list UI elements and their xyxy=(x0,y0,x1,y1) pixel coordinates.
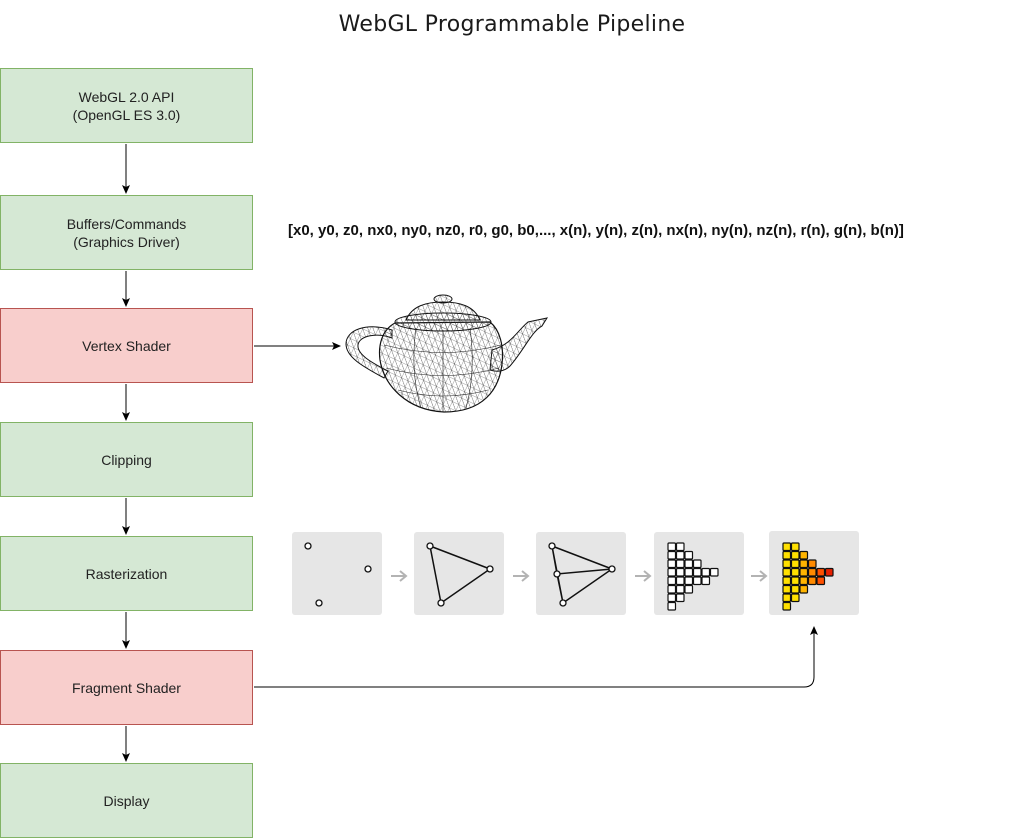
pixel-cell xyxy=(667,550,677,560)
raster-step-triangle xyxy=(414,532,504,615)
pixel-cell xyxy=(675,542,685,552)
raster-step-pixel-grid xyxy=(654,532,744,615)
pixel-cell xyxy=(692,559,702,569)
fragment-cell xyxy=(799,584,809,594)
pixel-cell xyxy=(675,559,685,569)
stage-clipping: Clipping xyxy=(0,422,253,497)
step-arrow-1 xyxy=(391,570,408,582)
pixel-cell xyxy=(675,550,685,560)
fragment-cell xyxy=(782,584,792,594)
fragment-cell xyxy=(790,584,800,594)
pixel-cell xyxy=(667,542,677,552)
pixel-cell xyxy=(692,576,702,586)
fragment-cell xyxy=(782,550,792,560)
fragment-cell xyxy=(807,559,817,569)
fragment-cell xyxy=(782,593,792,603)
diagram-title: WebGL Programmable Pipeline xyxy=(338,12,686,37)
fragment-cell xyxy=(790,550,800,560)
pixel-cell xyxy=(675,576,685,586)
pixel-cell xyxy=(684,576,694,586)
stage-buffers-commands: Buffers/Commands (Graphics Driver) xyxy=(0,195,253,270)
pixel-cell xyxy=(675,584,685,594)
stage-label: Display xyxy=(103,792,150,809)
fragment-cell xyxy=(816,567,826,577)
stage-display: Display xyxy=(0,763,253,838)
raster-step-vertices xyxy=(292,532,382,615)
rasterization-steps xyxy=(292,531,859,615)
fragment-cell xyxy=(799,559,809,569)
pixel-cell xyxy=(701,576,711,586)
wireframe-teapot-icon xyxy=(345,294,549,413)
stage-label: Clipping xyxy=(101,451,152,468)
pixel-cell xyxy=(684,567,694,577)
fragment-cell xyxy=(824,567,834,577)
pixel-cell xyxy=(667,567,677,577)
fragment-cell xyxy=(782,542,792,552)
fragment-cell xyxy=(790,576,800,586)
pixel-cell xyxy=(684,584,694,594)
stage-label: Vertex Shader xyxy=(82,337,171,354)
fragment-cell xyxy=(790,567,800,577)
step-arrow-4 xyxy=(751,570,768,582)
flow-arrows xyxy=(122,144,818,762)
pixel-cell xyxy=(667,559,677,569)
stage-label: Buffers/Commands (Graphics Driver) xyxy=(66,215,187,250)
fragment-cell xyxy=(816,576,826,586)
fragment-cell xyxy=(799,550,809,560)
raster-step-shaded-fragments xyxy=(769,531,859,615)
fragment-cell xyxy=(790,542,800,552)
fragment-cell xyxy=(799,576,809,586)
arrow-fragment-to-output xyxy=(254,626,818,688)
stage-label: WebGL 2.0 API (OpenGL ES 3.0) xyxy=(72,88,181,123)
fragment-cell xyxy=(782,601,792,611)
pixel-cell xyxy=(667,584,677,594)
pixel-cell xyxy=(667,593,677,603)
fragment-cell xyxy=(782,567,792,577)
stage-webgl-api: WebGL 2.0 API (OpenGL ES 3.0) xyxy=(0,68,253,143)
pixel-cell xyxy=(684,559,694,569)
vertex-buffer-format: [x0, y0, z0, nx0, ny0, nz0, r0, g0, b0,.… xyxy=(288,222,904,239)
pixel-cell xyxy=(667,601,677,611)
stage-vertex-shader: Vertex Shader xyxy=(0,308,253,383)
step-arrow-3 xyxy=(635,570,652,582)
fragment-cell xyxy=(807,567,817,577)
pixel-cell xyxy=(709,567,719,577)
pixel-cell xyxy=(684,550,694,560)
stage-label: Rasterization xyxy=(85,565,168,582)
stage-fragment-shader: Fragment Shader xyxy=(0,650,253,725)
fragment-cell xyxy=(807,576,817,586)
stage-rasterization: Rasterization xyxy=(0,536,253,611)
fragment-cell xyxy=(782,576,792,586)
pixel-cell xyxy=(692,567,702,577)
step-arrow-2 xyxy=(513,570,530,582)
stage-label: Fragment Shader xyxy=(72,679,181,696)
fragment-cell xyxy=(782,559,792,569)
pixel-cell xyxy=(701,567,711,577)
pixel-cell xyxy=(675,567,685,577)
fragment-cell xyxy=(790,593,800,603)
fragment-cell xyxy=(799,567,809,577)
pixel-cell xyxy=(667,576,677,586)
pixel-cell xyxy=(675,593,685,603)
raster-step-subdivided xyxy=(536,532,626,615)
fragment-cell xyxy=(790,559,800,569)
